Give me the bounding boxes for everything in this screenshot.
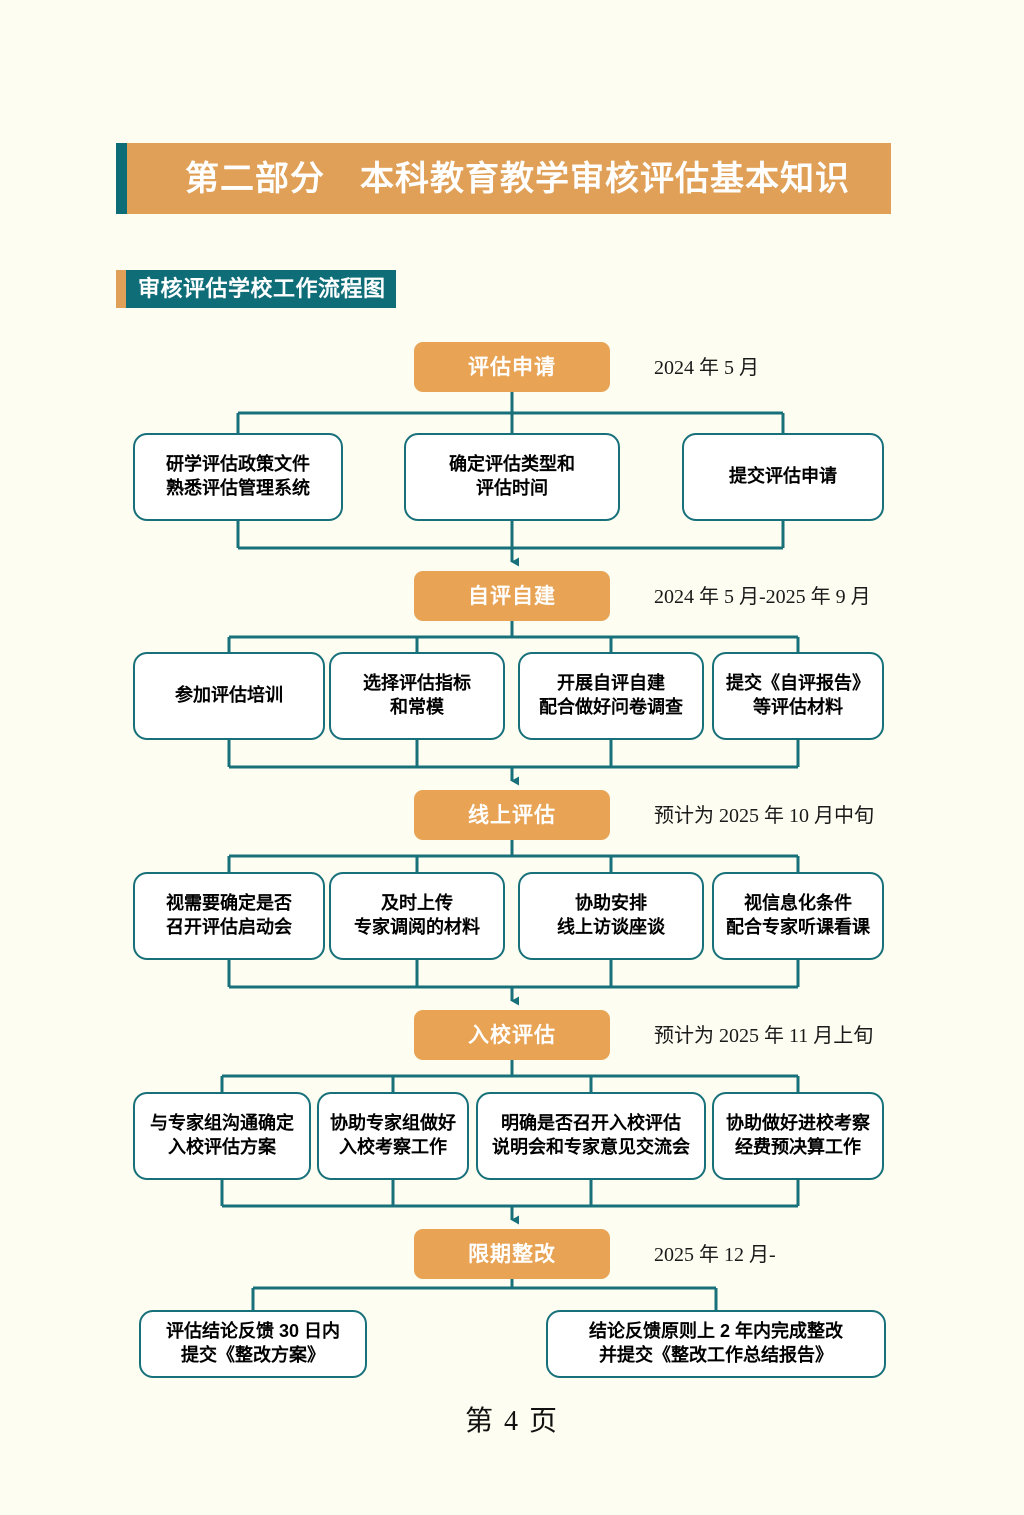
task-text-5-1: 评估结论反馈 30 日内 提交《整改方案》 <box>165 1321 341 1365</box>
task-text-2-3: 开展自评自建 配合做好问卷调查 <box>539 673 683 717</box>
stage-label-2: 自评自建 <box>468 584 556 608</box>
task-text-4-4: 协助做好进校考察 经费预决算工作 <box>726 1113 870 1157</box>
section-title-banner: 审核评估学校工作流程图 <box>116 270 396 308</box>
part-title-banner: 第二部分 本科教育教学审核评估基本知识 <box>116 143 891 214</box>
stage-label-3: 线上评估 <box>468 803 556 827</box>
task-box-3-2[interactable]: 及时上传 专家调阅的材料 <box>329 872 505 960</box>
section-title: 审核评估学校工作流程图 <box>138 276 386 301</box>
task-box-2-1[interactable]: 参加评估培训 <box>133 652 325 740</box>
stage-label-4: 入校评估 <box>468 1023 556 1047</box>
stage-box-5[interactable]: 限期整改 <box>414 1229 610 1279</box>
task-text-3-3: 协助安排 线上访谈座谈 <box>557 893 665 937</box>
task-box-2-2[interactable]: 选择评估指标 和常模 <box>329 652 505 740</box>
banner-body: 第二部分 本科教育教学审核评估基本知识 <box>127 143 891 214</box>
task-box-3-3[interactable]: 协助安排 线上访谈座谈 <box>518 872 704 960</box>
task-text-3-4: 视信息化条件 配合专家听课看课 <box>726 893 870 937</box>
task-box-4-1[interactable]: 与专家组沟通确定 入校评估方案 <box>133 1092 311 1180</box>
task-text-3-1: 视需要确定是否 召开评估启动会 <box>166 893 292 937</box>
task-box-4-2[interactable]: 协助专家组做好 入校考察工作 <box>317 1092 469 1180</box>
stage-box-2[interactable]: 自评自建 <box>414 571 610 621</box>
task-text-2-1: 参加评估培训 <box>175 685 283 706</box>
task-box-3-1[interactable]: 视需要确定是否 召开评估启动会 <box>133 872 325 960</box>
task-text-1-1: 研学评估政策文件 熟悉评估管理系统 <box>166 454 310 498</box>
banner-accent-bar <box>116 143 127 214</box>
stage-box-3[interactable]: 线上评估 <box>414 790 610 840</box>
task-box-1-3[interactable]: 提交评估申请 <box>682 433 884 521</box>
stage-date-2: 2024 年 5 月-2025 年 9 月 <box>654 586 871 608</box>
task-text-4-1: 与专家组沟通确定 入校评估方案 <box>150 1113 294 1157</box>
stage-date-1: 2024 年 5 月 <box>654 357 759 379</box>
stage-date-5: 2025 年 12 月- <box>654 1244 776 1266</box>
stage-label-1: 评估申请 <box>468 355 556 379</box>
task-box-2-3[interactable]: 开展自评自建 配合做好问卷调查 <box>518 652 704 740</box>
task-text-3-2: 及时上传 专家调阅的材料 <box>354 893 480 937</box>
task-text-1-2: 确定评估类型和 评估时间 <box>449 454 575 498</box>
task-text-4-3: 明确是否召开入校评估 说明会和专家意见交流会 <box>492 1113 690 1157</box>
task-box-2-4[interactable]: 提交《自评报告》 等评估材料 <box>712 652 884 740</box>
task-text-4-2: 协助专家组做好 入校考察工作 <box>330 1113 456 1157</box>
task-text-2-2: 选择评估指标 和常模 <box>363 673 471 717</box>
task-box-1-2[interactable]: 确定评估类型和 评估时间 <box>404 433 620 521</box>
task-box-1-1[interactable]: 研学评估政策文件 熟悉评估管理系统 <box>133 433 343 521</box>
task-box-4-3[interactable]: 明确是否召开入校评估 说明会和专家意见交流会 <box>476 1092 706 1180</box>
task-text-2-4: 提交《自评报告》 等评估材料 <box>726 673 870 717</box>
section-accent-bar <box>116 270 126 308</box>
stage-date-3: 预计为 2025 年 10 月中旬 <box>654 805 874 827</box>
page-footer: 第 4 页 <box>464 1406 559 1437</box>
stage-label-5: 限期整改 <box>468 1242 556 1266</box>
task-text-1-3: 提交评估申请 <box>729 466 837 487</box>
page-title: 第二部分 本科教育教学审核评估基本知识 <box>185 159 850 198</box>
section-banner-body: 审核评估学校工作流程图 <box>126 270 396 308</box>
task-box-5-1[interactable]: 评估结论反馈 30 日内 提交《整改方案》 <box>139 1310 367 1378</box>
stage-box-4[interactable]: 入校评估 <box>414 1010 610 1060</box>
task-box-4-4[interactable]: 协助做好进校考察 经费预决算工作 <box>712 1092 884 1180</box>
task-text-5-2: 结论反馈原则上 2 年内完成整改 并提交《整改工作总结报告》 <box>588 1321 843 1365</box>
stage-box-1[interactable]: 评估申请 <box>414 342 610 392</box>
task-box-5-2[interactable]: 结论反馈原则上 2 年内完成整改 并提交《整改工作总结报告》 <box>546 1310 886 1378</box>
task-box-3-4[interactable]: 视信息化条件 配合专家听课看课 <box>712 872 884 960</box>
stage-date-4: 预计为 2025 年 11 月上旬 <box>654 1025 874 1047</box>
